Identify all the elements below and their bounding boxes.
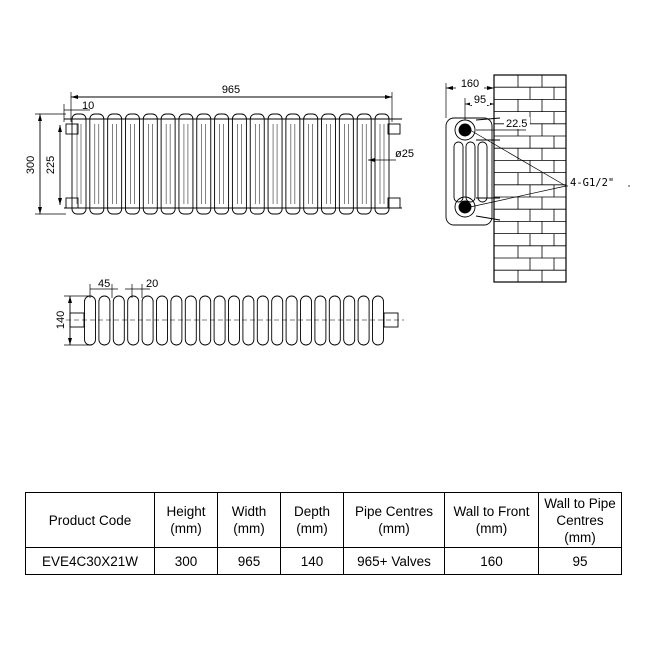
cell-pipe-centres: 965+ Valves bbox=[343, 547, 445, 575]
top-column bbox=[285, 295, 298, 346]
front-column bbox=[374, 113, 390, 215]
top-column bbox=[184, 295, 197, 346]
front-view bbox=[35, 92, 402, 215]
front-column bbox=[303, 113, 319, 215]
top-column bbox=[112, 295, 125, 346]
height-dim-label: 300 bbox=[25, 156, 37, 174]
top-column bbox=[256, 295, 269, 346]
table-header-row: Product Code Height(mm) Width(mm) Depth(… bbox=[25, 492, 622, 548]
top-column bbox=[314, 295, 327, 346]
front-column bbox=[231, 113, 247, 215]
top-pipe-core bbox=[458, 123, 472, 137]
technical-drawing: 965 10 300 225 ø25 45 20 140 bbox=[25, 74, 630, 346]
front-column bbox=[285, 113, 301, 215]
brick-wall bbox=[493, 74, 567, 283]
pipe-centres-dim-label: 225 bbox=[45, 156, 57, 174]
pipe-offset-dim-label: 22.5 bbox=[506, 118, 527, 130]
radiator-side-profile bbox=[445, 117, 493, 226]
top-column bbox=[328, 295, 341, 346]
front-column bbox=[107, 113, 123, 215]
front-column bbox=[89, 113, 105, 215]
radiator-columns-front bbox=[71, 113, 390, 215]
top-column bbox=[228, 295, 240, 346]
top-column bbox=[127, 295, 140, 346]
side-column-1 bbox=[453, 141, 464, 203]
header-height: Height(mm) bbox=[154, 492, 218, 548]
top-column bbox=[300, 295, 312, 346]
front-column bbox=[338, 113, 354, 215]
spec-table: Product Code Height(mm) Width(mm) Depth(… bbox=[25, 492, 622, 575]
header-width: Width(mm) bbox=[217, 492, 281, 548]
top-view bbox=[64, 284, 404, 346]
top-column bbox=[199, 295, 212, 346]
gap-dim-label: 20 bbox=[146, 278, 158, 290]
side-column-3 bbox=[477, 141, 488, 203]
cell-width: 965 bbox=[217, 547, 281, 575]
top-column bbox=[357, 295, 370, 346]
front-connector bbox=[387, 197, 401, 209]
offset-dim-label: 10 bbox=[82, 100, 94, 112]
cell-wall-to-pipe-centres: 95 bbox=[538, 547, 622, 575]
wall-front-dim-label: 160 bbox=[461, 78, 479, 90]
top-column bbox=[98, 295, 111, 346]
side-column-2 bbox=[465, 141, 476, 203]
front-column bbox=[196, 113, 212, 215]
front-column bbox=[142, 113, 158, 215]
top-column bbox=[372, 295, 384, 346]
wall-pipe-dim-label: 95 bbox=[474, 94, 486, 106]
front-column bbox=[214, 113, 230, 215]
top-column bbox=[242, 295, 255, 346]
top-column bbox=[141, 295, 154, 346]
cell-depth: 140 bbox=[280, 547, 344, 575]
depth-dim-label: 140 bbox=[55, 311, 67, 329]
front-column bbox=[125, 113, 140, 215]
header-product-code: Product Code bbox=[25, 492, 155, 548]
front-column bbox=[356, 113, 372, 215]
cell-product-code: EVE4C30X21W bbox=[25, 547, 155, 575]
pitch-dim-label: 45 bbox=[98, 278, 110, 290]
tube-diameter-label: ø25 bbox=[395, 148, 414, 160]
header-pipe-centres: Pipe Centres(mm) bbox=[343, 492, 445, 548]
bottom-pipe-core bbox=[458, 200, 472, 214]
front-column bbox=[249, 113, 265, 215]
front-column bbox=[160, 113, 176, 215]
radiator-columns-top bbox=[84, 295, 384, 346]
front-connectors bbox=[65, 123, 401, 209]
top-column bbox=[84, 295, 96, 346]
front-connector bbox=[387, 123, 401, 135]
front-column bbox=[71, 113, 87, 215]
cell-height: 300 bbox=[154, 547, 218, 575]
bottom-pipe-connector bbox=[454, 196, 476, 218]
top-column bbox=[343, 295, 356, 346]
top-column bbox=[271, 295, 284, 346]
front-column bbox=[321, 113, 336, 215]
top-column bbox=[213, 295, 226, 346]
width-dim-label: 965 bbox=[222, 84, 240, 96]
top-column bbox=[156, 295, 168, 346]
front-column bbox=[178, 113, 194, 215]
cell-wall-to-front: 160 bbox=[444, 547, 539, 575]
table-row: EVE4C30X21W 300 965 140 965+ Valves 160 … bbox=[25, 547, 622, 575]
header-depth: Depth(mm) bbox=[280, 492, 344, 548]
header-wall-to-front: Wall to Front(mm) bbox=[444, 492, 539, 548]
top-column bbox=[170, 295, 183, 346]
thread-label: 4-G1/2" bbox=[570, 177, 614, 189]
front-column bbox=[267, 113, 283, 215]
